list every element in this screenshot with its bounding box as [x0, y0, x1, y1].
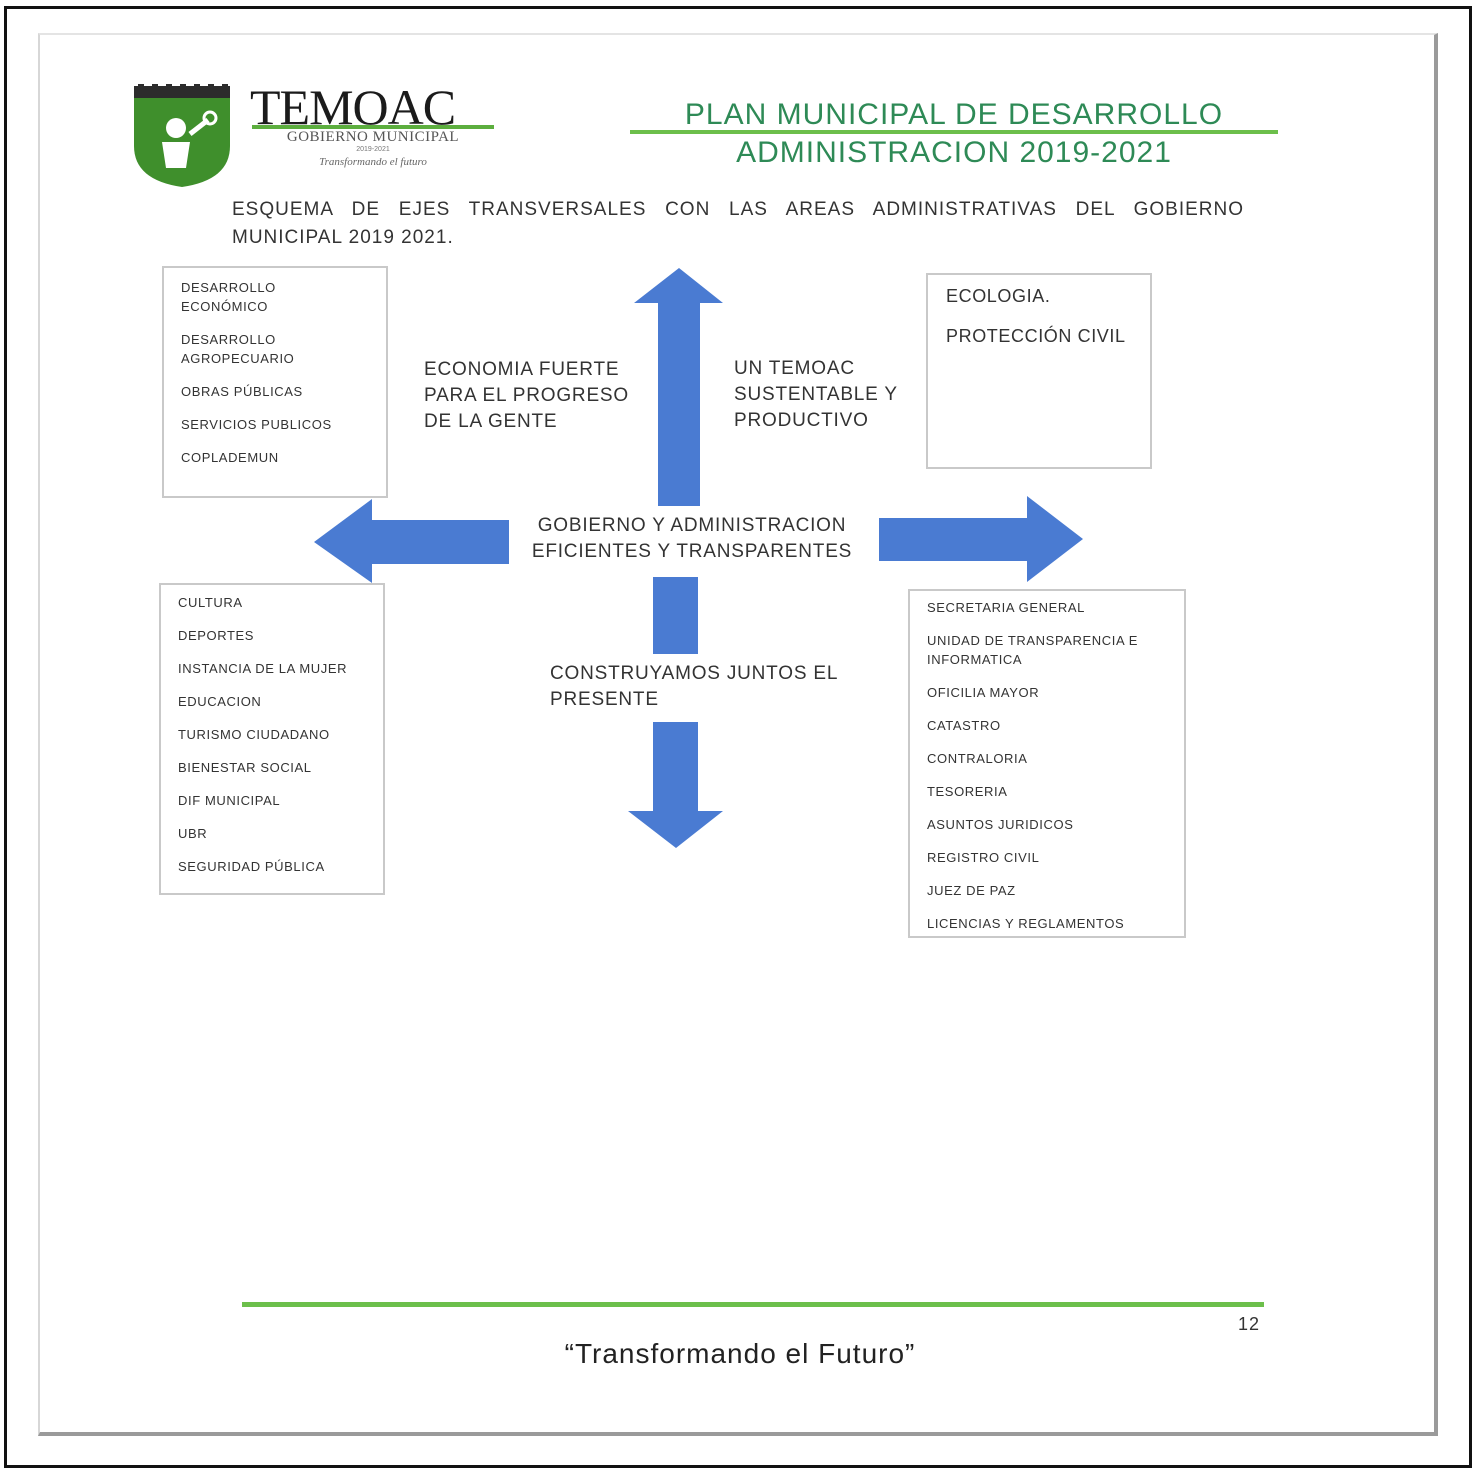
arrow-up [634, 268, 723, 506]
box-bottom-right-areas: SECRETARIA GENERAL UNIDAD DE TRANSPARENC… [908, 589, 1186, 938]
list-item: ECOLOGIA. [946, 286, 1051, 306]
list-item: SERVICIOS PUBLICOS [181, 417, 332, 432]
logo-rule [252, 125, 494, 129]
axis-label-gobierno: GOBIERNO Y ADMINISTRACION EFICIENTES Y T… [531, 515, 853, 562]
plan-title: PLAN MUNICIPAL DE DESARROLLO [684, 98, 1224, 131]
box-bottom-left-areas: CULTURA DEPORTES INSTANCIA DE LA MUJER E… [159, 583, 385, 895]
scheme-title: ESQUEMA DE EJES TRANSVERSALES CON LAS AR… [232, 199, 1244, 248]
list-item: CONTRALORIA [927, 751, 1028, 766]
list-item: UBR [178, 826, 208, 841]
list-item: DESARROLLO AGROPECUARIO [181, 332, 295, 366]
list-item: ASUNTOS JURIDICOS [927, 817, 1074, 832]
list-item: INSTANCIA DE LA MUJER [178, 661, 348, 676]
list-item: BIENESTAR SOCIAL [178, 760, 312, 775]
plan-title-rule [630, 130, 1278, 134]
axis-label-construyamos: CONSTRUYAMOS JUNTOS EL PRESENTE [550, 663, 838, 710]
list-item: COPLADEMUN [181, 450, 279, 465]
outer-frame [4, 6, 1472, 1468]
logo-tagline: Transformando el futuro [319, 156, 427, 168]
list-item: TESORERIA [927, 784, 1008, 799]
box-top-right-areas: ECOLOGIA. PROTECCIÓN CIVIL [926, 273, 1152, 469]
axis-label-economia: ECONOMIA FUERTE PARA EL PROGRESO DE LA G… [424, 359, 629, 432]
axis-label-sustentable: UN TEMOAC SUSTENTABLE Y PRODUCTIVO [734, 358, 898, 431]
logo-subtitle: GOBIERNO MUNICIPAL [286, 129, 460, 145]
list-item: REGISTRO CIVIL [927, 850, 1040, 865]
municipal-shield-logo [134, 84, 230, 187]
list-item: OBRAS PÚBLICAS [181, 384, 303, 399]
list-item: DESARROLLO ECONÓMICO [181, 280, 276, 314]
list-item: LICENCIAS Y REGLAMENTOS [927, 916, 1125, 931]
page-number: 12 [1237, 1314, 1260, 1334]
list-item: OFICILIA MAYOR [927, 685, 1040, 700]
footer-motto: “Transformando el Futuro” [564, 1338, 916, 1369]
list-item: CULTURA [178, 595, 243, 610]
list-item: DEPORTES [178, 628, 255, 643]
list-item: SEGURIDAD PÚBLICA [178, 859, 325, 874]
logo-years: 2019-2021 [356, 146, 390, 153]
list-item: EDUCACION [178, 694, 262, 709]
list-item: UNIDAD DE TRANSPARENCIA E INFORMATICA [927, 633, 1139, 667]
arrow-left [314, 499, 509, 583]
list-item: DIF MUNICIPAL [178, 793, 281, 808]
footer-rule [242, 1302, 1264, 1307]
list-item: TURISMO CIUDADANO [178, 727, 330, 742]
list-item: CATASTRO [927, 718, 1001, 733]
arrow-down-stem-upper [653, 577, 698, 654]
plan-subtitle: ADMINISTRACION 2019-2021 [736, 136, 1172, 169]
list-item: JUEZ DE PAZ [927, 883, 1016, 898]
list-item: PROTECCIÓN CIVIL [946, 326, 1126, 346]
arrow-down [628, 722, 723, 848]
arrow-right [879, 496, 1083, 582]
list-item: SECRETARIA GENERAL [927, 600, 1085, 615]
box-top-left-areas: DESARROLLO ECONÓMICO DESARROLLO AGROPECU… [162, 266, 388, 498]
